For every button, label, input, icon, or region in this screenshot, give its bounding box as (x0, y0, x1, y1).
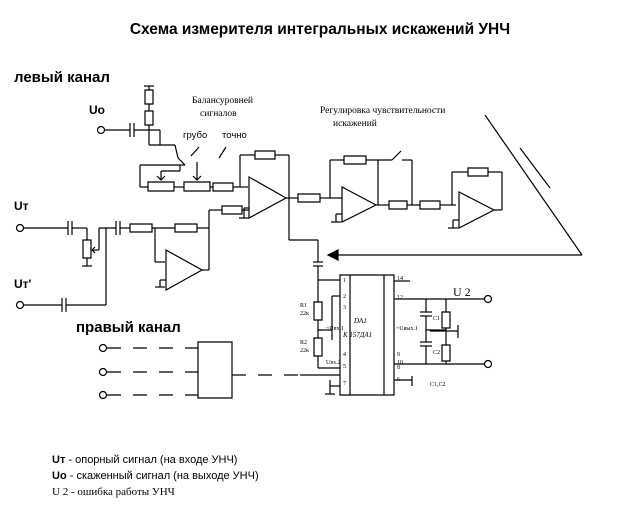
ic-pin-14: 14 (397, 276, 403, 282)
ic-pin-7: 7 (343, 381, 346, 387)
balance-label-line2: сигналов (200, 109, 237, 119)
ic-in2-label: Uвх.2 (326, 360, 341, 366)
ic-pin-4: 4 (343, 352, 346, 358)
ut-input-pot (83, 240, 91, 258)
output-op-amp (459, 192, 494, 228)
ic-pin-2: 2 (343, 294, 346, 300)
r2-value: 22к (300, 348, 309, 354)
right-channel-block (198, 342, 232, 398)
resistor-r2 (314, 338, 322, 356)
r2-label: R2 (300, 340, 308, 346)
filter-op-amp (342, 187, 376, 222)
filter-output-resistor (389, 201, 407, 209)
resistor-r1 (314, 302, 322, 320)
ic-pin-10: 10 (397, 360, 403, 366)
uo-input-terminal (98, 127, 105, 134)
ic-pin-12: 12 (397, 295, 403, 301)
ic-pin-1: 1 (343, 278, 346, 284)
filter-feedback-resistor (344, 156, 366, 164)
right-terminal-1 (100, 345, 107, 352)
coarse-label: грубо (183, 130, 208, 141)
legend-item: Uo - скаженный сигнал (на выходе УНЧ) (52, 470, 259, 482)
u2-output-terminal (485, 296, 492, 303)
uo-label: Uo (89, 103, 105, 117)
c2-label: C2 (433, 350, 441, 356)
sensitivity-label-line2: искажений (333, 119, 377, 129)
fine-pot (184, 182, 210, 191)
output-feedback-resistor (468, 168, 488, 176)
right-channel-label: правый канал (76, 319, 181, 336)
output-resistor-top (442, 312, 450, 328)
filter-resistor-1 (298, 194, 320, 202)
ic-ref-label: DA1 (354, 317, 367, 325)
ut-input-terminal (17, 225, 24, 232)
fine-label: точно (222, 130, 247, 141)
summing-resistor-2 (222, 206, 242, 214)
ut2-input-terminal (17, 302, 24, 309)
ic-pin-5: 5 (343, 364, 346, 370)
inverter-input-resistor (175, 224, 197, 232)
inverter-op-amp (166, 250, 202, 290)
legend-item: Uт - опорный сигнал (на входе УНЧ) (52, 454, 238, 466)
coarse-pot (148, 182, 174, 191)
left-channel-label: левый канал (14, 69, 110, 86)
ic-part-label: К 157ДА1 (343, 331, 373, 339)
divider-resistor-top (145, 90, 153, 104)
right-terminal-2 (100, 369, 107, 376)
ic-pin-9: 9 (397, 352, 400, 358)
u2-label: U 2 (453, 285, 471, 299)
r1-label: R1 (300, 303, 308, 309)
summing-feedback-resistor (255, 151, 275, 159)
c1c2-label: C1,C2 (430, 382, 446, 388)
divider-resistor-mid (145, 111, 153, 125)
output-stage-resistor (420, 201, 440, 209)
ut-label: Uт (14, 199, 29, 213)
ic-pin-3: 3 (343, 305, 346, 311)
sensitivity-label-line1: Регулировка чувствительности (320, 106, 446, 116)
right-terminal-3 (100, 392, 107, 399)
ic-pin-6: 6 (397, 377, 400, 383)
ic-da1 (340, 275, 394, 395)
ic-pin-8: 8 (397, 365, 400, 371)
c1-label: C1 (433, 316, 441, 322)
ref-input-resistor (130, 224, 152, 232)
summing-resistor-1 (213, 183, 233, 191)
r1-value: 22к (300, 311, 309, 317)
ut2-label: Uт' (14, 277, 32, 291)
diagram-title: Схема измерителя интегральных искажений … (129, 21, 511, 38)
ic-out-label: ~Uвых.1 (396, 326, 418, 332)
balance-label-line1: Балансуровней (192, 96, 254, 106)
u2-output-terminal-2 (485, 361, 492, 368)
summing-op-amp (249, 177, 286, 218)
output-resistor-bottom (442, 345, 450, 361)
legend-item: U 2 - ошибка работы УНЧ (52, 486, 175, 498)
ic-in-label: ~Uвх.1 (326, 326, 344, 332)
